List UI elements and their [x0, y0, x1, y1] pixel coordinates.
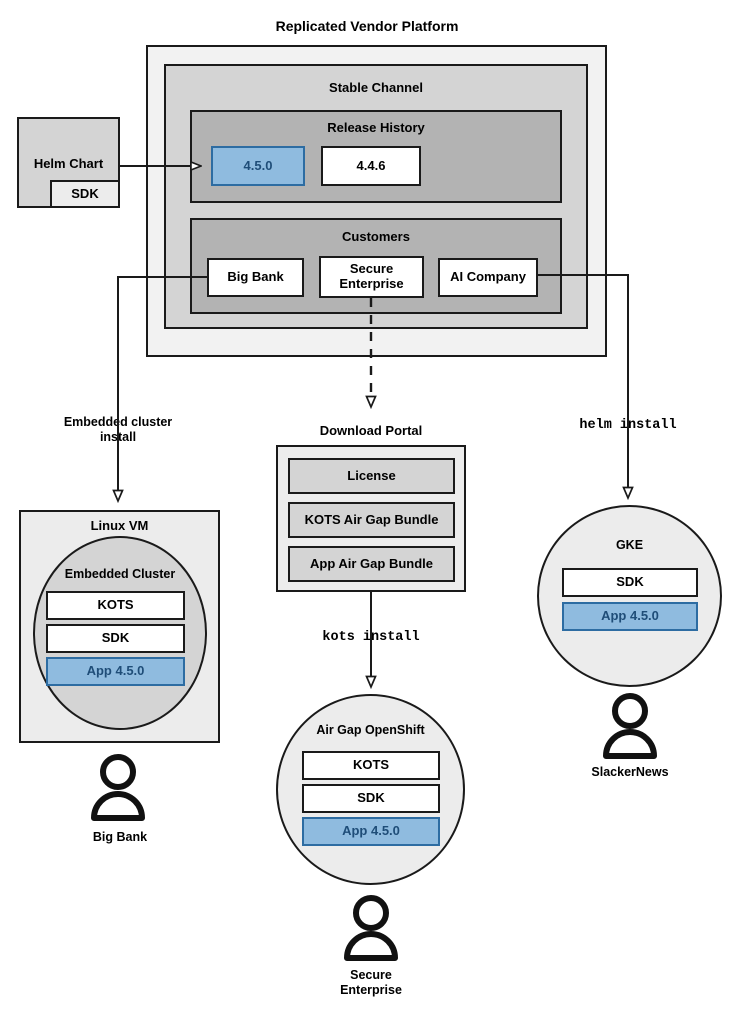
air-gap-openshift-component-sdk[interactable]: SDK	[302, 784, 440, 813]
linux-vm-component-app[interactable]: App 4.5.0	[46, 657, 185, 686]
helm-chart-title: Helm Chart	[33, 156, 104, 171]
download-portal-artifact-app-air-gap-bundle[interactable]: App Air Gap Bundle	[288, 546, 455, 582]
edge-label-helm-install: helm install	[579, 418, 677, 433]
customer-secure-enterprise[interactable]: Secure Enterprise	[319, 256, 424, 298]
customer-ai-company[interactable]: AI Company	[438, 258, 538, 297]
release-history-title: Release History	[327, 120, 425, 135]
linux-vm-title: Linux VM	[90, 518, 149, 533]
edge-label-kots-install: kots install	[322, 630, 420, 645]
customers-title: Customers	[342, 229, 410, 244]
diagram-title: Replicated Vendor Platform	[275, 18, 459, 34]
person-icon-slackernews	[603, 693, 657, 759]
download-portal-artifact-license[interactable]: License	[288, 458, 455, 494]
person-icon-secure-enterprise	[344, 895, 398, 961]
actor-label-slackernews: SlackerNews	[591, 765, 669, 779]
air-gap-openshift-component-app[interactable]: App 4.5.0	[302, 817, 440, 846]
release-4-5-0[interactable]: 4.5.0	[211, 146, 305, 186]
linux-vm-component-kots[interactable]: KOTS	[46, 591, 185, 620]
gke-component-sdk[interactable]: SDK	[562, 568, 698, 597]
download-portal-title: Download Portal	[319, 423, 423, 438]
customer-big-bank[interactable]: Big Bank	[207, 258, 304, 297]
stable-channel-title: Stable Channel	[329, 80, 423, 95]
actor-label-big-bank: Big Bank	[92, 830, 148, 844]
linux-vm-component-sdk[interactable]: SDK	[46, 624, 185, 653]
air-gap-openshift-title: Air Gap OpenShift	[316, 723, 425, 737]
person-icon-big-bank	[91, 754, 145, 821]
edge-label-embedded-cluster-install: Embedded cluster install	[63, 415, 173, 445]
gke-component-app[interactable]: App 4.5.0	[562, 602, 698, 631]
release-4-4-6[interactable]: 4.4.6	[321, 146, 421, 186]
download-portal-artifact-kots-air-gap-bundle[interactable]: KOTS Air Gap Bundle	[288, 502, 455, 538]
helm-chart-sdk-box[interactable]: SDK	[50, 180, 120, 208]
actor-label-secure-enterprise: Secure Enterprise	[340, 968, 402, 998]
gke-title: GKE	[615, 538, 644, 552]
air-gap-openshift-component-kots[interactable]: KOTS	[302, 751, 440, 780]
embedded-cluster-title: Embedded Cluster	[64, 567, 176, 581]
